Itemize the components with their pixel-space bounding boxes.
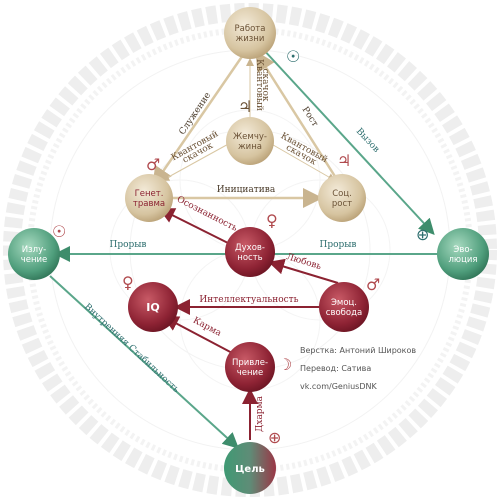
label-intellectuality: Интеллектуальность bbox=[199, 295, 298, 305]
credit-link: vk.com/GeniusDNK bbox=[300, 382, 377, 391]
label-breakthrough-left: Прорыв bbox=[109, 240, 146, 250]
node-spirituality: Духов- ность bbox=[225, 227, 275, 277]
jupiter-icon: ♃ bbox=[238, 97, 252, 116]
edge-karma bbox=[162, 316, 237, 356]
edge-quantum-left bbox=[161, 141, 233, 181]
node-pearl: Жемчу- жина bbox=[226, 117, 274, 165]
svg-text:жина: жина bbox=[238, 142, 262, 152]
edge-inner-stability bbox=[49, 275, 239, 449]
label-initiative: Инициатива bbox=[217, 185, 276, 195]
svg-text:свобода: свобода bbox=[326, 308, 362, 318]
svg-text:травма: травма bbox=[133, 199, 165, 209]
svg-text:Жемчу-: Жемчу- bbox=[233, 132, 267, 142]
edge-love bbox=[268, 258, 339, 284]
label-dharma: Дхарма bbox=[255, 395, 265, 432]
label-breakthrough-right: Прорыв bbox=[319, 240, 356, 250]
node-radiance: Излу- чение bbox=[8, 228, 60, 280]
node-life-work: Работа жизни bbox=[224, 7, 276, 59]
node-emotional-freedom: Эмоц. свобода bbox=[319, 282, 369, 332]
svg-text:Излу-: Излу- bbox=[22, 245, 46, 255]
moon-icon: ☽ bbox=[278, 355, 292, 374]
node-genetic-trauma: Генет. травма bbox=[125, 174, 173, 222]
node-purpose: Цель bbox=[224, 442, 276, 494]
credit-layout: Верстка: Антоний Широков bbox=[300, 346, 417, 355]
edge-service bbox=[152, 54, 245, 188]
label-quantum-top-1: Квантовый bbox=[254, 59, 264, 111]
edge-quantum-right bbox=[267, 141, 336, 181]
svg-text:жизни: жизни bbox=[236, 34, 265, 44]
svg-text:Привле-: Привле- bbox=[232, 358, 268, 368]
svg-text:Духов-: Духов- bbox=[235, 243, 265, 253]
svg-text:чение: чение bbox=[237, 368, 264, 378]
svg-text:Соц.: Соц. bbox=[332, 189, 352, 199]
sun-icon: ☉ bbox=[286, 47, 300, 66]
mars-icon: ♂ bbox=[146, 155, 160, 174]
node-social-growth: Соц. рост bbox=[318, 174, 366, 222]
label-service: Служение bbox=[178, 91, 214, 137]
label-quantum-top-2: скачок bbox=[260, 68, 270, 101]
node-attraction: Привле- чение bbox=[225, 342, 275, 392]
node-evolution: Эво- люция bbox=[437, 228, 489, 280]
svg-text:ность: ность bbox=[237, 253, 262, 263]
node-iq: IQ bbox=[128, 282, 178, 332]
svg-text:Эво-: Эво- bbox=[453, 245, 472, 255]
earth-icon: ⊕ bbox=[416, 225, 429, 244]
svg-text:Генет.: Генет. bbox=[135, 189, 164, 199]
nodes: Работа жизни Жемчу- жина Генет. травма С… bbox=[8, 7, 489, 494]
edge-challenge bbox=[261, 47, 435, 235]
planet-symbols: ♃ ♃ ♂ ☉ ☉ ⊕ ♀ ♂ ♀ ☽ ⊕ bbox=[52, 47, 429, 447]
credit-translation: Перевод: Сатива bbox=[300, 364, 372, 373]
mars-icon: ♂ bbox=[366, 275, 380, 294]
earth-icon: ⊕ bbox=[268, 428, 281, 447]
svg-text:люция: люция bbox=[448, 255, 477, 265]
svg-text:Цель: Цель bbox=[235, 464, 265, 475]
svg-text:чение: чение bbox=[21, 255, 48, 265]
svg-text:IQ: IQ bbox=[146, 301, 159, 314]
label-karma: Карма bbox=[191, 316, 223, 339]
svg-text:рост: рост bbox=[332, 199, 352, 209]
jupiter-icon: ♃ bbox=[337, 151, 351, 170]
sun-icon: ☉ bbox=[52, 222, 66, 241]
edge-growth bbox=[255, 50, 338, 179]
svg-text:Работа: Работа bbox=[235, 24, 266, 34]
venus-icon: ♀ bbox=[122, 273, 134, 292]
edge-awareness bbox=[158, 208, 233, 246]
venus-icon: ♀ bbox=[266, 211, 278, 230]
svg-text:Эмоц.: Эмоц. bbox=[331, 298, 357, 308]
